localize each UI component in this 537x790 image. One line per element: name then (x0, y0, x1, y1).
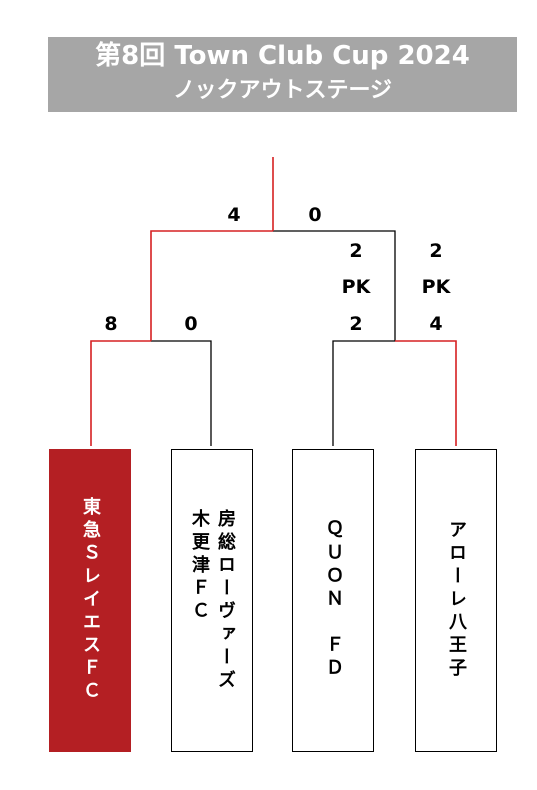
semifinal-left-team1-score: 8 (104, 313, 118, 335)
semifinal-left-team2-score: 0 (184, 313, 198, 335)
bracket-line-team2 (151, 340, 212, 446)
final-right-score: 0 (308, 204, 322, 226)
team-box-boso-rovers: 房総ローヴァーズ 木更津ＦＣ (171, 449, 253, 752)
semifinal-right-team3-pk-score: 2 (349, 313, 363, 335)
team-box-quon-fd: ＱＵＯＮ ＦＤ (292, 449, 374, 752)
team-name: 東急ＳレイエスＦＣ (80, 497, 101, 704)
bracket-line-team4 (395, 340, 457, 446)
tournament-title: 第8回 Town Club Cup 2024 (95, 41, 470, 71)
bracket-line-semifinal-right (273, 230, 396, 341)
bracket-line-semifinal-left (150, 230, 273, 341)
semifinal-right-team3-pk-label: PK (341, 276, 371, 298)
semifinal-right-team4-score: 2 (429, 240, 443, 262)
stage-title: ノックアウトステージ (172, 78, 393, 103)
semifinal-right-team3-score: 2 (349, 240, 363, 262)
team-box-tokyu-s-reyes: 東急ＳレイエスＦＣ (49, 449, 131, 752)
bracket-line-team3 (332, 340, 395, 446)
team-name: アローレ八王子 (446, 520, 467, 681)
title-banner: 第8回 Town Club Cup 2024 ノックアウトステージ (48, 37, 517, 112)
team-name: ＱＵＯＮ ＦＤ (323, 520, 344, 681)
semifinal-right-team4-pk-label: PK (421, 276, 451, 298)
semifinal-right-team4-pk-score: 4 (429, 313, 443, 335)
team-box-arore-hachioji: アローレ八王子 (415, 449, 497, 752)
team-name: 房総ローヴァーズ 木更津ＦＣ (189, 508, 236, 693)
final-left-score: 4 (227, 204, 241, 226)
bracket-line-team1 (90, 340, 151, 446)
